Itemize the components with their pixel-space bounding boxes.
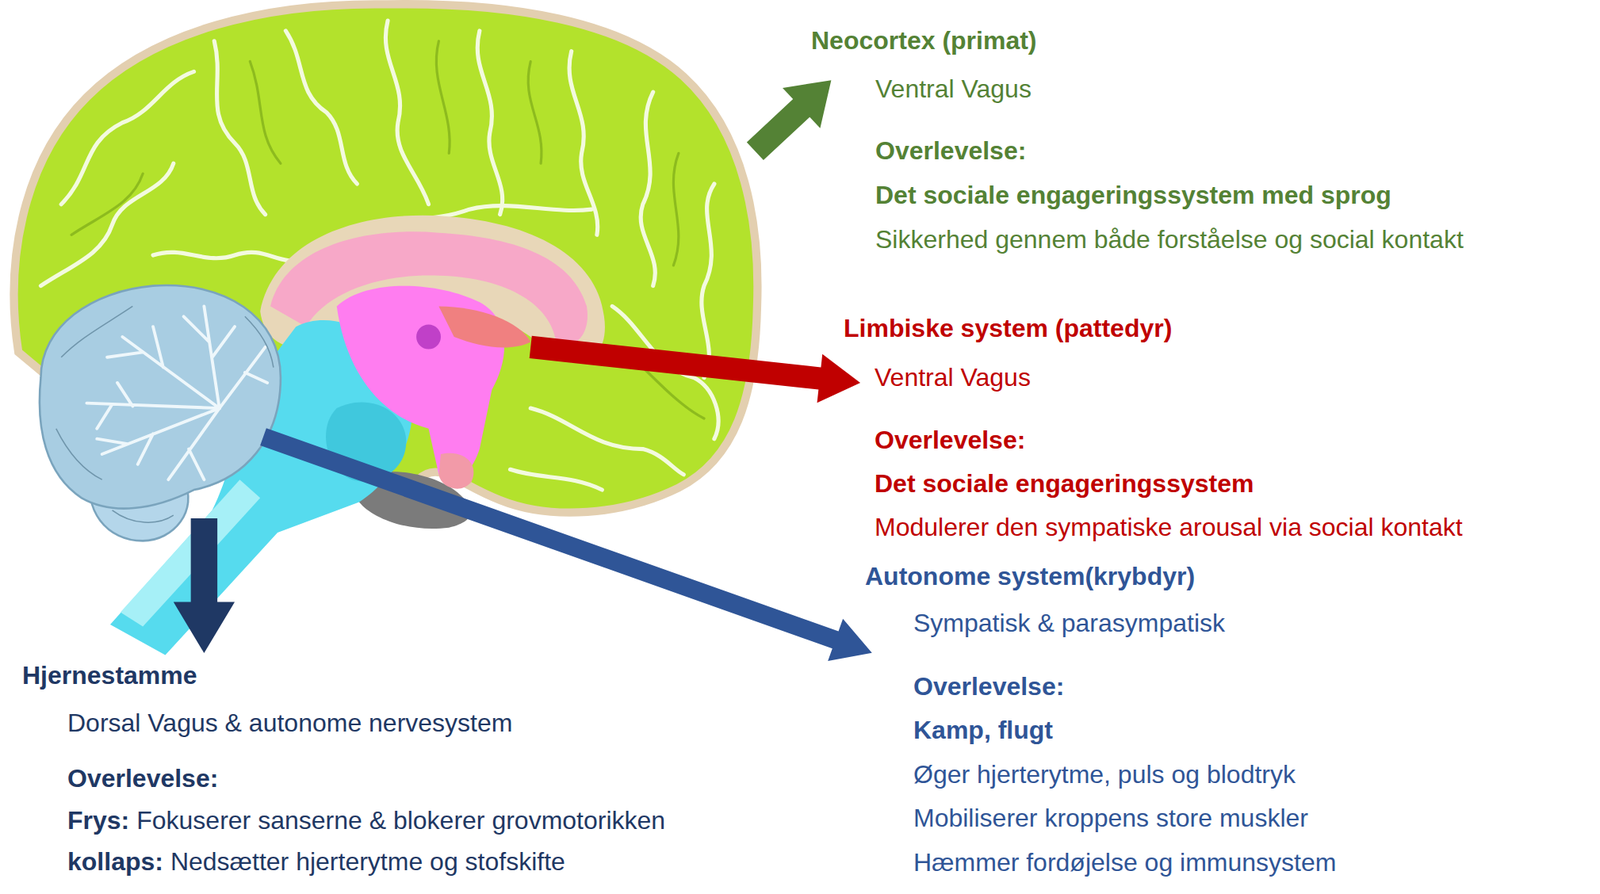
cerebrum	[14, 3, 758, 513]
region-heading: Autonome system(krybdyr)	[865, 561, 1195, 592]
body-text: Øger hjerterytme, puls og blodtryk	[913, 759, 1296, 790]
hypothalamus	[438, 453, 474, 490]
region-heading: Hjernestamme	[22, 660, 198, 691]
arrow-neocortex	[736, 60, 850, 172]
section-heading: Overlevelse:	[913, 671, 1065, 702]
region-heading: Neocortex (primat)	[811, 25, 1038, 56]
region-heading: Limbiske system (pattedyr)	[843, 313, 1172, 344]
arrow-brainstem	[173, 518, 235, 654]
body-text: Modulerer den sympatiske arousal via soc…	[874, 512, 1463, 543]
term-label: kollaps:	[67, 846, 164, 877]
body-text: Det sociale engageringssystem med sprog	[875, 179, 1392, 211]
cerebellum	[39, 285, 281, 510]
body-text: Dorsal Vagus & autonome nervesystem	[67, 708, 513, 739]
body-text: Sympatisk & parasympatisk	[913, 608, 1225, 639]
body-text: Fokuserer sanserne & blokerer grovmotori…	[136, 805, 666, 836]
section-heading: Overlevelse:	[874, 424, 1026, 456]
cerebellum-folia	[56, 306, 274, 523]
body-text: Sikkerhed gennem både forståelse og soci…	[875, 224, 1464, 255]
body-text: Ventral Vagus	[875, 73, 1032, 104]
section-heading: Overlevelse:	[875, 135, 1026, 166]
body-text: Kamp, flugt	[913, 715, 1053, 746]
arrow-limbic	[528, 322, 863, 408]
body-text: Mobiliserer kroppens store muskler	[913, 803, 1309, 834]
arbor-vitae	[86, 306, 268, 480]
arrow-autonomic	[256, 415, 881, 674]
fornix	[438, 306, 531, 348]
body-text: Ventral Vagus	[874, 362, 1031, 393]
section-heading: Overlevelse:	[67, 763, 219, 794]
body-text: Hæmmer fordøjelse og immunsystem	[913, 847, 1336, 878]
term-label: Frys:	[67, 805, 130, 836]
body-text: Nedsætter hjerterytme og stofskifte	[170, 846, 566, 877]
body-text: Det sociale engageringssystem	[874, 468, 1254, 499]
mass	[416, 325, 441, 350]
